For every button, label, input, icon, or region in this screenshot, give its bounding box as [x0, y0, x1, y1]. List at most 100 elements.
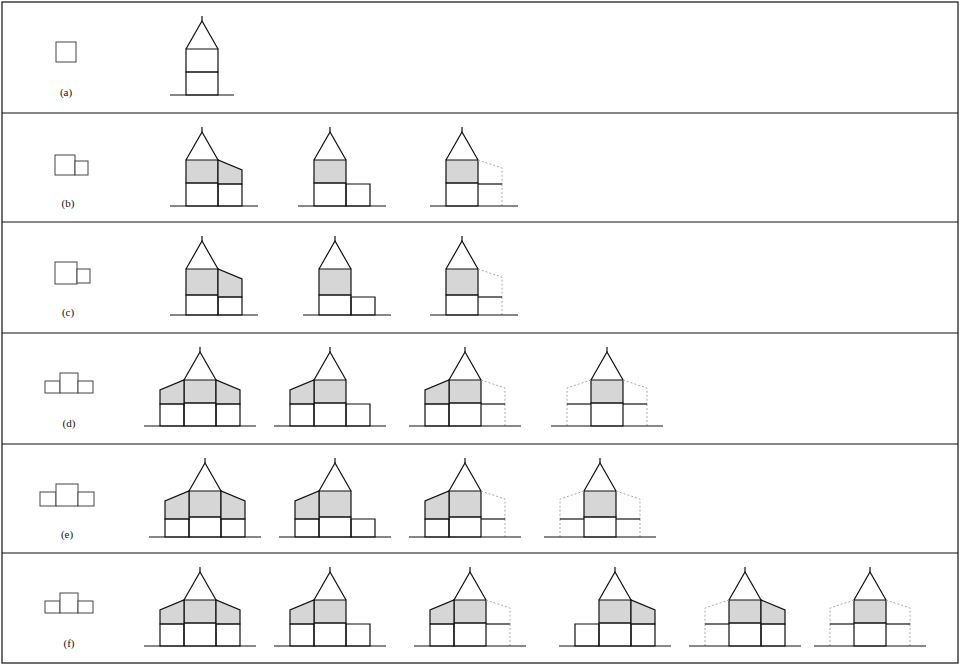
ground-line [303, 314, 391, 315]
tower-upper-floor [591, 380, 623, 403]
tower-roof [319, 463, 351, 491]
tower-upper-floor [314, 600, 346, 623]
tower-lower-floor [854, 623, 886, 646]
removed-wing-outline [705, 600, 729, 624]
ground-line [144, 425, 256, 426]
tower-upper-floor [854, 600, 886, 623]
spire [201, 16, 202, 21]
tower-lower-floor [189, 517, 221, 537]
removed-wing-outline [567, 380, 591, 404]
tower-roof [186, 132, 218, 160]
wing-lower-floor [221, 519, 245, 537]
tower-roof [729, 572, 761, 600]
removed-wing-outline [830, 624, 831, 646]
row-drawings [45, 347, 663, 426]
tower-lower-floor [186, 295, 218, 315]
row-drawings [55, 236, 518, 315]
wing-one-storey [346, 184, 370, 206]
wing-lower-floor [425, 519, 449, 537]
tower-upper-floor [449, 491, 481, 517]
plan-block [78, 492, 94, 506]
plan-block [78, 381, 93, 393]
wing-one-storey [351, 519, 375, 537]
ground-line [430, 205, 518, 206]
spire [329, 567, 330, 572]
wing-upper-floor [425, 491, 449, 519]
ground-line [544, 536, 656, 537]
row-drawings [56, 16, 234, 95]
plan-block [78, 601, 93, 613]
tower-lower-floor [584, 517, 616, 537]
wing-upper-floor [216, 600, 240, 624]
plan-block [45, 601, 60, 613]
floor-line [830, 623, 854, 624]
tower-upper-floor [446, 160, 478, 183]
tower-roof [186, 21, 218, 49]
tower-roof [446, 132, 478, 160]
tower-lower-floor [449, 517, 481, 537]
row-drawings [40, 458, 656, 537]
ground-line [149, 536, 261, 537]
tower-lower-floor [729, 623, 761, 646]
wing-upper-floor [290, 600, 314, 624]
plan-block [60, 593, 78, 613]
removed-wing-outline [567, 404, 568, 426]
tower-upper-floor [184, 380, 216, 403]
wing-lower-floor [165, 519, 189, 537]
removed-wing-outline [510, 624, 511, 646]
tower-roof [314, 572, 346, 600]
tower-roof [319, 241, 351, 269]
tower-lower-floor [186, 72, 218, 95]
tower-roof [314, 132, 346, 160]
wing-upper-floor [761, 600, 785, 624]
wing-lower-floor [631, 624, 655, 646]
tower-lower-floor [599, 623, 631, 646]
tower-upper-floor [189, 491, 221, 517]
floor-line [481, 518, 505, 519]
plan-block [56, 42, 76, 62]
floor-line [478, 183, 502, 184]
tower-roof [446, 241, 478, 269]
tower-roof [449, 352, 481, 380]
plan-block [55, 262, 77, 284]
tower-upper-floor [599, 600, 631, 623]
ground-line [279, 536, 391, 537]
tower-roof [854, 572, 886, 600]
removed-wing-outline [478, 269, 502, 297]
plan-block [45, 381, 60, 393]
ground-line [274, 645, 386, 646]
tower-lower-floor [186, 183, 218, 206]
spire [469, 567, 470, 572]
ground-line [170, 94, 234, 95]
wing-one-storey [351, 297, 375, 315]
ground-line [144, 645, 256, 646]
spire [329, 127, 330, 132]
removed-wing-outline [886, 600, 910, 624]
tower-roof [449, 463, 481, 491]
spire [199, 567, 200, 572]
wing-upper-floor [218, 269, 242, 297]
ground-line [274, 425, 386, 426]
wing-lower-floor [430, 624, 454, 646]
plan-block [40, 492, 56, 506]
wing-one-storey [346, 624, 370, 646]
row-label: (d) [63, 417, 76, 429]
ground-line [170, 314, 258, 315]
ground-line [298, 205, 386, 206]
spire [461, 236, 462, 241]
plan-block [55, 155, 75, 175]
tower-upper-floor [186, 269, 218, 295]
removed-wing-outline [910, 624, 911, 646]
wing-upper-floor [216, 380, 240, 404]
row-divider [2, 112, 958, 113]
wing-one-storey [346, 404, 370, 426]
wing-lower-floor [290, 624, 314, 646]
spire [201, 236, 202, 241]
row-label: (f) [64, 637, 75, 649]
wing-lower-floor [160, 624, 184, 646]
spire [599, 458, 600, 463]
spire [204, 458, 205, 463]
spire [334, 458, 335, 463]
wing-upper-floor [221, 491, 245, 519]
